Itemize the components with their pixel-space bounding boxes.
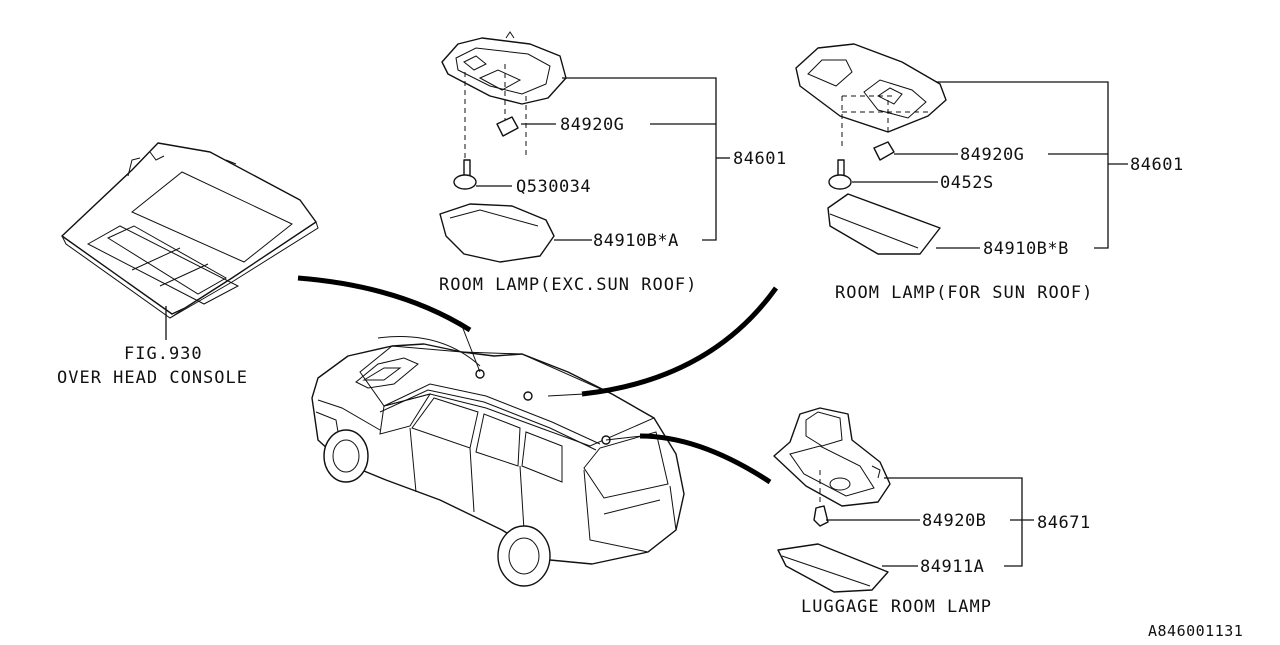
overhead-console-illustration xyxy=(61,142,319,340)
luggage-room-lamp-illustration xyxy=(773,407,891,593)
part-84910ba-label: 84910B*A xyxy=(593,231,679,251)
room-lamp-sunroof-caption: ROOM LAMP(FOR SUN ROOF) xyxy=(835,283,1093,303)
part-84920b-label: 84920B xyxy=(922,511,986,531)
callout-curves xyxy=(297,275,779,485)
part-84911a-label: 84911A xyxy=(920,557,984,577)
part-84920g-b-label: 84920G xyxy=(960,145,1024,165)
part-84920g-label: 84920G xyxy=(560,115,624,135)
part-q530034-label: Q530034 xyxy=(516,177,591,197)
room-lamp-exc-sunroof-illustration xyxy=(439,31,567,263)
luggage-room-lamp-caption: LUGGAGE ROOM LAMP xyxy=(801,597,992,617)
room-lamp-sunroof-leaders xyxy=(852,81,1128,249)
console-fig-label: FIG.930 xyxy=(124,344,203,364)
room-lamp-exc-sunroof-leaders xyxy=(476,77,730,241)
vehicle-illustration xyxy=(311,343,685,587)
part-84910bb-label: 84910B*B xyxy=(983,239,1069,259)
luggage-room-lamp-leaders xyxy=(826,477,1034,567)
part-0452s-label: 0452S xyxy=(940,173,994,193)
room-lamp-sunroof-illustration xyxy=(795,43,947,255)
assembly-84601-a-label: 84601 xyxy=(733,149,787,169)
assembly-84671-label: 84671 xyxy=(1037,513,1091,533)
diagram-reference-code: A846001131 xyxy=(1148,622,1243,640)
room-lamp-exc-sunroof-caption: ROOM LAMP(EXC.SUN ROOF) xyxy=(439,275,697,295)
console-caption: OVER HEAD CONSOLE xyxy=(57,368,248,388)
assembly-84601-b-label: 84601 xyxy=(1130,155,1184,175)
